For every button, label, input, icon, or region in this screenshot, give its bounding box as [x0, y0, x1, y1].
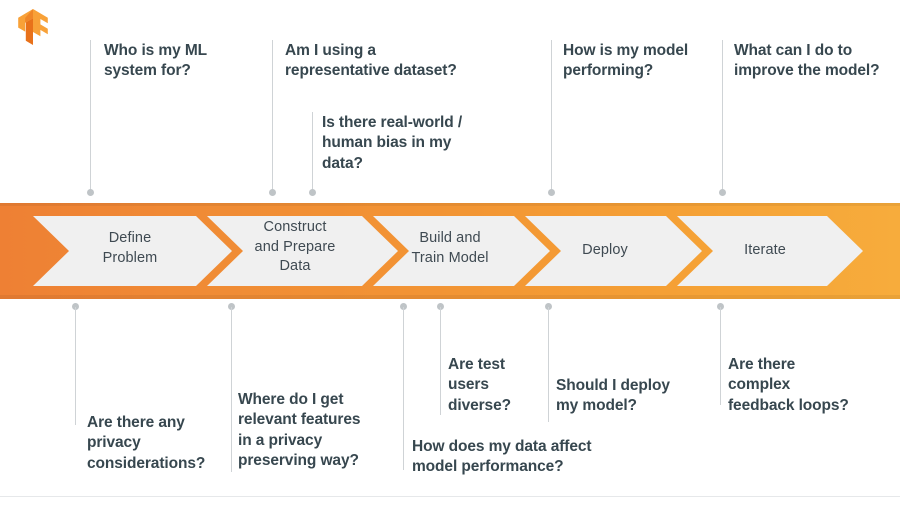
footer-divider — [0, 496, 900, 497]
connector-dot-above-5 — [719, 189, 726, 196]
chevron-shape-4 — [525, 216, 702, 286]
band-bottom-shadow — [0, 295, 900, 299]
connector-line-above-3 — [312, 112, 313, 192]
stage-label-define-problem: Define Problem — [102, 230, 158, 266]
chevron-shapes — [33, 216, 863, 286]
question-should-i-deploy-my-model: Should I deploy my model? — [556, 377, 670, 415]
connector-dot-below-5 — [545, 303, 552, 310]
connector-line-above-2 — [272, 40, 273, 192]
question-what-can-i-do-to-improve-the-model: What can I do to improve the model? — [734, 42, 880, 80]
question-how-does-my-data-affect-model-performance: How does my data affect model performanc… — [412, 438, 592, 476]
stage-label-deploy: Deploy — [582, 242, 628, 258]
question-are-test-users-diverse: Are test users diverse? — [448, 356, 511, 414]
connector-dot-above-3 — [309, 189, 316, 196]
connector-line-above-4 — [551, 40, 552, 192]
connector-dot-above-2 — [269, 189, 276, 196]
connector-dot-above-1 — [87, 189, 94, 196]
question-are-there-any-privacy-considerations: Are there any privacy considerations? — [87, 414, 206, 472]
chevron-shape-2 — [207, 216, 398, 286]
question-is-there-real-world-human-bias: Is there real-world / human bias in my d… — [322, 114, 463, 172]
question-how-is-my-model-performing: How is my model performing? — [563, 42, 689, 80]
connector-dot-above-4 — [548, 189, 555, 196]
connector-dot-below-3 — [400, 303, 407, 310]
connector-line-above-1 — [90, 40, 91, 192]
connector-dot-below-2 — [228, 303, 235, 310]
chevron-shape-1 — [33, 216, 232, 286]
connector-line-above-5 — [722, 40, 723, 192]
chevron-shape-3 — [373, 216, 550, 286]
connector-line-below-4 — [440, 307, 441, 415]
tensorflow-logo — [16, 8, 50, 46]
connector-line-below-6 — [720, 307, 721, 405]
question-where-do-i-get-relevant-features: Where do I get relevant features in a pr… — [238, 391, 361, 470]
connector-line-below-5 — [548, 307, 549, 422]
connector-line-below-3 — [403, 307, 404, 470]
connector-line-below-1 — [75, 307, 76, 425]
lifecycle-band: Define Problem Construct and Prepare Dat… — [0, 203, 900, 299]
stage-label-construct-prepare-data: Construct and Prepare Data — [254, 219, 336, 275]
stage-label-build-train-model: Build and Train Model — [411, 230, 489, 266]
question-who-is-my-ml-system-for: Who is my ML system for? — [104, 42, 207, 80]
chevron-shape-5 — [677, 216, 863, 286]
question-am-i-using-a-representative-dataset: Am I using a representative dataset? — [285, 42, 457, 80]
connector-dot-below-1 — [72, 303, 79, 310]
question-are-there-complex-feedback-loops: Are there complex feedback loops? — [728, 356, 849, 414]
band-top-shadow — [0, 203, 900, 206]
stage-label-iterate: Iterate — [744, 242, 786, 258]
connector-line-below-2 — [231, 307, 232, 472]
connector-dot-below-6 — [717, 303, 724, 310]
connector-dot-below-4 — [437, 303, 444, 310]
